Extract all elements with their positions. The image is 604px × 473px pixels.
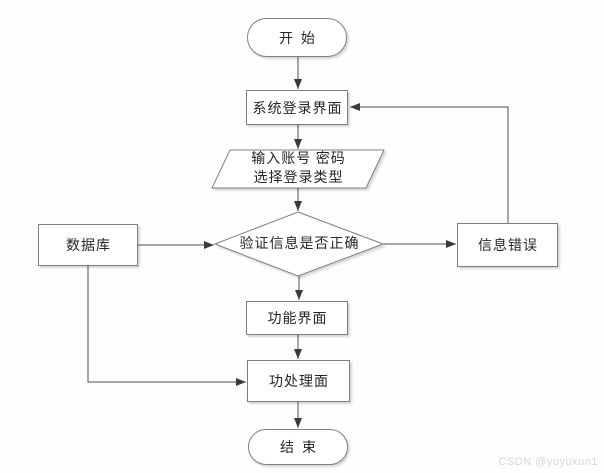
node-verify-shape	[213, 211, 385, 277]
node-login-label: 系统登录界面	[252, 101, 343, 117]
edge-error-to-login	[350, 103, 509, 223]
node-function-label: 功能界面	[267, 312, 328, 327]
node-start: 开始	[247, 18, 347, 57]
node-start-label: 开始	[279, 31, 323, 47]
node-input-line1: 输入账号 密码	[251, 152, 346, 167]
node-error-label: 信息错误	[478, 239, 538, 254]
csdn-watermark: CSDN @yuyuxun1	[498, 456, 598, 468]
node-database: 数据库	[38, 224, 138, 266]
node-end-label: 结束	[280, 441, 324, 456]
node-verify: 验证信息是否正确	[215, 212, 383, 276]
edge-database-to-processing	[87, 266, 246, 386]
node-function: 功能界面	[246, 301, 348, 335]
node-verify-label: 验证信息是否正确	[239, 236, 360, 252]
node-input-shape	[211, 149, 385, 189]
node-error: 信息错误	[457, 223, 558, 267]
node-login: 系统登录界面	[246, 90, 348, 125]
node-processing: 功处理面	[247, 360, 350, 402]
node-end: 结束	[248, 429, 348, 465]
node-processing-label: 功处理面	[269, 375, 329, 390]
node-input-line2: 选择登录类型	[253, 171, 344, 186]
node-input: 输入账号 密码 选择登录类型	[212, 150, 384, 188]
node-database-label: 数据库	[66, 239, 111, 254]
